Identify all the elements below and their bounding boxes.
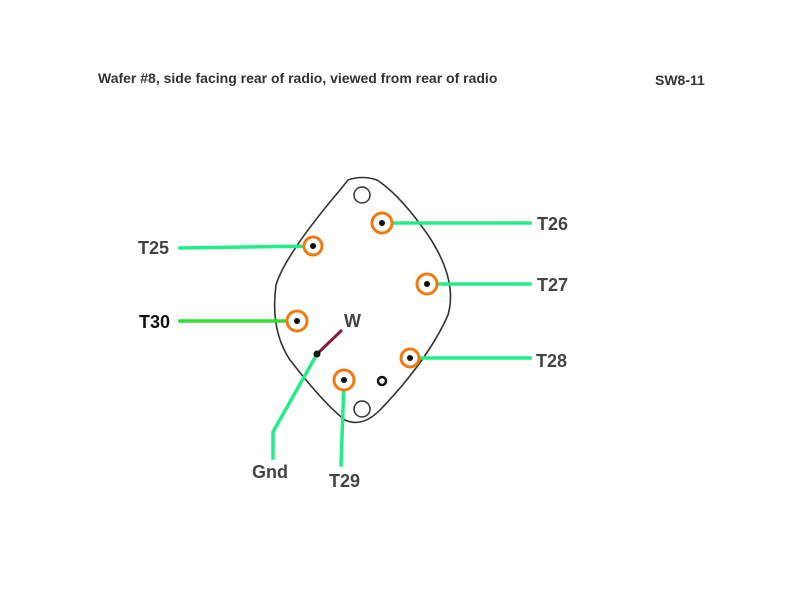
label-t26: T26 xyxy=(537,214,568,234)
label-t28: T28 xyxy=(536,351,567,371)
label-t25: T25 xyxy=(138,238,169,258)
wiper-arm xyxy=(315,328,344,356)
label-t29: T29 xyxy=(329,471,360,491)
terminal-t27 xyxy=(415,272,439,296)
label-gnd: Gnd xyxy=(252,462,288,482)
wafer-outline xyxy=(273,176,452,424)
wire-gnd xyxy=(271,351,320,460)
terminal-t25 xyxy=(302,235,324,257)
terminal-t29 xyxy=(332,368,356,392)
switch-code: SW8-11 xyxy=(655,72,705,88)
terminal-t30 xyxy=(285,309,309,333)
label-t30: T30 xyxy=(139,312,170,332)
label-wiper: W xyxy=(344,311,361,331)
wiper-pivot xyxy=(313,350,321,358)
terminal-t28 xyxy=(399,347,421,369)
terminal-t26 xyxy=(370,211,394,235)
wire-t29 xyxy=(339,378,346,467)
mounting-hole-top xyxy=(353,186,371,204)
mounting-hole-bottom xyxy=(353,400,371,418)
label-t27: T27 xyxy=(537,275,568,295)
wires xyxy=(178,221,532,467)
wire-t25 xyxy=(178,244,315,250)
diagram-title: Wafer #8, side facing rear of radio, vie… xyxy=(98,70,498,86)
small-hole xyxy=(376,375,388,387)
